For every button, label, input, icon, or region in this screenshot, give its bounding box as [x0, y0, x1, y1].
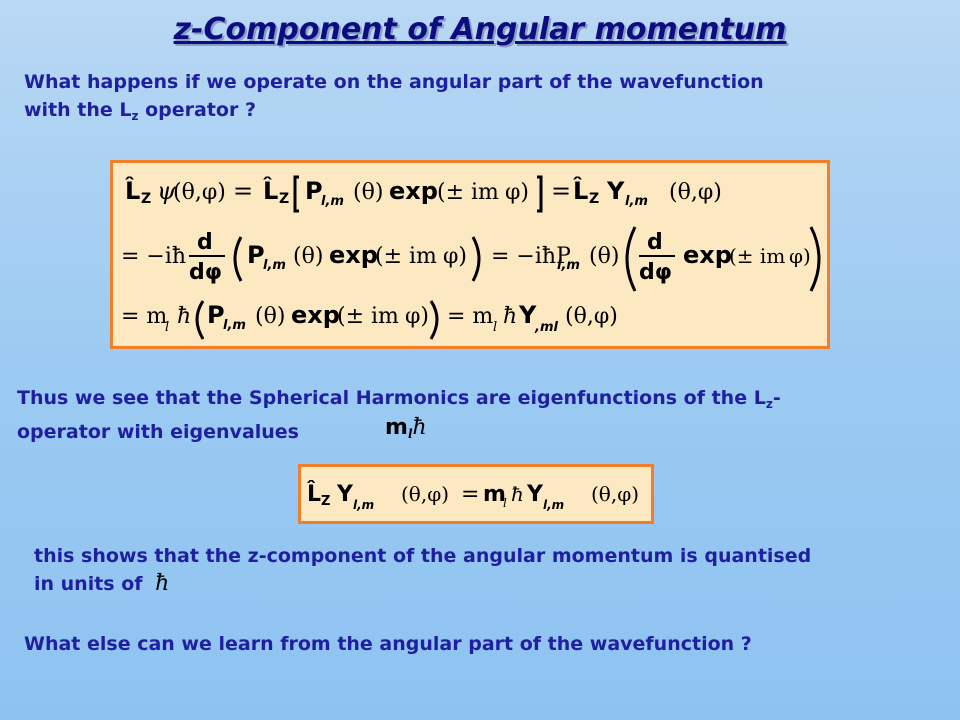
m-small: m: [483, 482, 506, 507]
pm-im-4: (± im: [337, 304, 399, 329]
frac-den-dphi: dφ: [189, 260, 222, 285]
equation-row-3: = m l ħ P l,m (θ) exp (± im φ) = m l ħ Y…: [121, 300, 618, 340]
legendre-P-2: P: [247, 241, 265, 269]
theta-arg: (θ): [353, 180, 383, 205]
shows-text: this shows that the z-component of the a…: [34, 542, 954, 598]
frac-num-d: d: [197, 230, 213, 255]
m-sub-l-2: l: [493, 320, 497, 335]
hbar-small: ħ: [511, 482, 524, 506]
thus-line-1: Thus we see that the Spherical Harmonics…: [17, 387, 781, 411]
pm-im-3: (± im: [729, 244, 785, 268]
phi-close-4: φ): [405, 304, 429, 329]
Y-args: (θ,φ): [669, 180, 722, 205]
equation-row-1: L̂ Z ψ (θ,φ) = L̂ Z P l,m (θ) exp (± im …: [124, 175, 722, 213]
spherical-Y-small-2: Y: [526, 482, 544, 507]
main-equation-box: L̂ Z ψ (θ,φ) = L̂ Z P l,m (θ) exp (± im …: [110, 160, 830, 349]
pm-im-2: (± im: [375, 244, 437, 269]
exp-fn-2: exp: [329, 241, 378, 269]
closing-question: What else can we learn from the angular …: [24, 633, 752, 655]
main-equation: L̂ Z ψ (θ,φ) = L̂ Z P l,m (θ) exp (± im …: [121, 175, 821, 340]
lz-subscript-3: Z: [589, 191, 599, 207]
exp-fn: exp: [389, 177, 438, 205]
lz-subscript: Z: [141, 191, 151, 207]
legendre-P-sub-3: l,m: [557, 258, 580, 273]
eigenvalue-expression: mlħ: [385, 415, 427, 441]
spherical-Y-small: Y: [336, 482, 354, 507]
spherical-Y: Y: [606, 177, 625, 205]
shows-line-2: in units of ħ: [34, 571, 170, 596]
equals-small: =: [461, 482, 479, 507]
hbar-symbol-2: ħ: [503, 304, 517, 329]
psi-symbol: ψ: [157, 177, 177, 205]
theta-arg-2: (θ): [293, 244, 323, 269]
lz-operator-2: L̂: [262, 177, 278, 205]
args-small: (θ,φ): [401, 482, 449, 506]
thus-line-2: operator with eigenvalues mlħ: [17, 415, 947, 446]
equation-row-2: = −iħ d dφ P l,m (θ) exp (± im φ) = −iħP…: [121, 226, 821, 292]
equals: =: [233, 177, 253, 205]
args-small-2: (θ,φ): [591, 482, 639, 506]
lz-operator-small: L̂: [307, 481, 321, 507]
hbar-symbol: ħ: [177, 304, 191, 329]
lz-subscript-2: Z: [279, 191, 289, 207]
theta-arg-4: (θ): [255, 304, 285, 329]
equals-m: = m: [121, 304, 167, 329]
intro-line-1: What happens if we operate on the angula…: [24, 71, 764, 93]
spherical-Y-sub: l,m: [625, 194, 648, 209]
spherical-Y-sub-2: ,ml: [534, 320, 558, 335]
slide-title: z-Component of Angular momentum: [173, 12, 787, 47]
minus-i-hbar-P: = −iħP: [491, 244, 571, 269]
exp-fn-4: exp: [291, 301, 340, 329]
phi-close: φ): [505, 180, 529, 205]
spherical-Y-sub-small-2: l,m: [543, 498, 564, 512]
legendre-P-sub-4: l,m: [223, 318, 246, 333]
minus-i-hbar: = −iħ: [121, 244, 186, 269]
equals-2: =: [551, 177, 571, 205]
m-sub-l-small: l: [503, 496, 507, 510]
eigen-equation-box: L̂ Z Y l,m (θ,φ) = m l ħ Y l,m (θ,φ): [298, 464, 654, 524]
intro-line-2: with the Lz operator ?: [24, 99, 256, 123]
psi-args: (θ,φ): [173, 180, 226, 205]
m-sub-l: l: [165, 320, 169, 335]
spherical-Y-sub-small: l,m: [353, 498, 374, 512]
legendre-P-sub: l,m: [321, 194, 344, 209]
Y-args-2: (θ,φ): [565, 304, 618, 329]
legendre-P-3: P: [207, 301, 225, 329]
spherical-Y-2: Y: [518, 301, 537, 329]
pm-im: (± im: [437, 180, 499, 205]
frac-den-dphi-2: dφ: [639, 260, 672, 285]
theta-arg-3: (θ): [589, 244, 619, 269]
exp-fn-3: exp: [683, 241, 732, 269]
intro-text: What happens if we operate on the angula…: [24, 68, 944, 130]
equals-m-2: = m: [447, 304, 493, 329]
lz-subscript-small: Z: [321, 494, 330, 509]
lz-operator-3: L̂: [572, 177, 588, 205]
thus-text: Thus we see that the Spherical Harmonics…: [17, 384, 947, 446]
phi-close-2: φ): [443, 244, 467, 269]
phi-close-3: φ): [789, 244, 811, 268]
frac-num-d-2: d: [647, 230, 663, 255]
legendre-P-sub-2: l,m: [263, 258, 286, 273]
hbar-unit: ħ: [155, 571, 170, 596]
eigen-equation: L̂ Z Y l,m (θ,φ) = m l ħ Y l,m (θ,φ): [307, 481, 639, 512]
shows-line-1: this shows that the z-component of the a…: [34, 545, 812, 567]
lz-operator: L̂: [124, 177, 140, 205]
legendre-P: P: [305, 177, 323, 205]
